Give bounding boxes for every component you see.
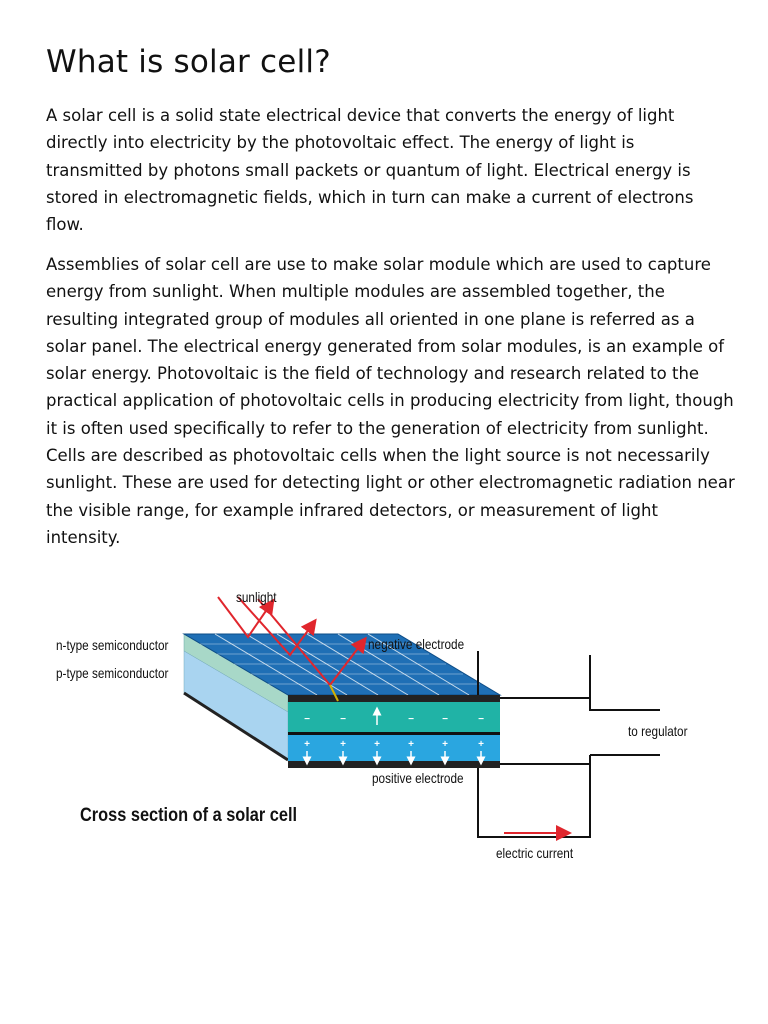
paragraph-intro: A solar cell is a solid state electrical…: [46, 106, 694, 235]
p-layer-front: [288, 735, 500, 761]
label-negative-electrode: negative electrode: [368, 636, 465, 652]
circuit-wires: [477, 651, 660, 838]
svg-text:−: −: [340, 714, 346, 725]
charge-column-3: +: [372, 706, 382, 766]
label-positive-electrode: positive electrode: [372, 770, 464, 786]
solar-cell-diagram: − + − + + − +: [182, 596, 660, 841]
n-layer-front: [288, 702, 500, 732]
charge-column-4: − +: [406, 714, 416, 766]
charge-column-6: − +: [476, 714, 486, 766]
svg-text:+: +: [478, 739, 484, 750]
figure-caption: Cross section of a solar cell: [80, 805, 298, 826]
positive-electrode-strip: [288, 761, 500, 768]
svg-text:+: +: [408, 739, 414, 750]
page-title: What is solar cell?: [46, 44, 331, 80]
solar-cell-figure: − + − + + − +: [0, 575, 768, 875]
svg-text:−: −: [442, 714, 448, 725]
svg-text:+: +: [442, 739, 448, 750]
label-sunlight: sunlight: [236, 589, 277, 605]
svg-text:+: +: [304, 739, 310, 750]
negative-electrode-strip: [288, 695, 500, 702]
svg-text:+: +: [340, 739, 346, 750]
svg-text:−: −: [478, 714, 484, 725]
charge-column-2: − +: [338, 714, 348, 766]
svg-text:−: −: [408, 714, 414, 725]
panel-grid-lines: [200, 633, 480, 696]
label-to-regulator: to regulator: [628, 723, 688, 739]
sunlight-rays: [217, 596, 367, 702]
label-electric-current: electric current: [496, 845, 574, 861]
charge-column-5: − +: [440, 714, 450, 766]
svg-text:+: +: [374, 739, 380, 750]
paragraph-assemblies: Assemblies of solar cell are use to make…: [46, 255, 735, 547]
label-n-type-semiconductor: n-type semiconductor: [56, 637, 169, 653]
side-edge-bottom: [183, 691, 289, 762]
junction-line: [288, 732, 500, 735]
charge-column-1: − +: [302, 714, 312, 766]
charge-arrows: − + − + + − +: [302, 706, 486, 766]
svg-text:−: −: [304, 714, 310, 725]
label-p-type-semiconductor: p-type semiconductor: [56, 665, 169, 681]
